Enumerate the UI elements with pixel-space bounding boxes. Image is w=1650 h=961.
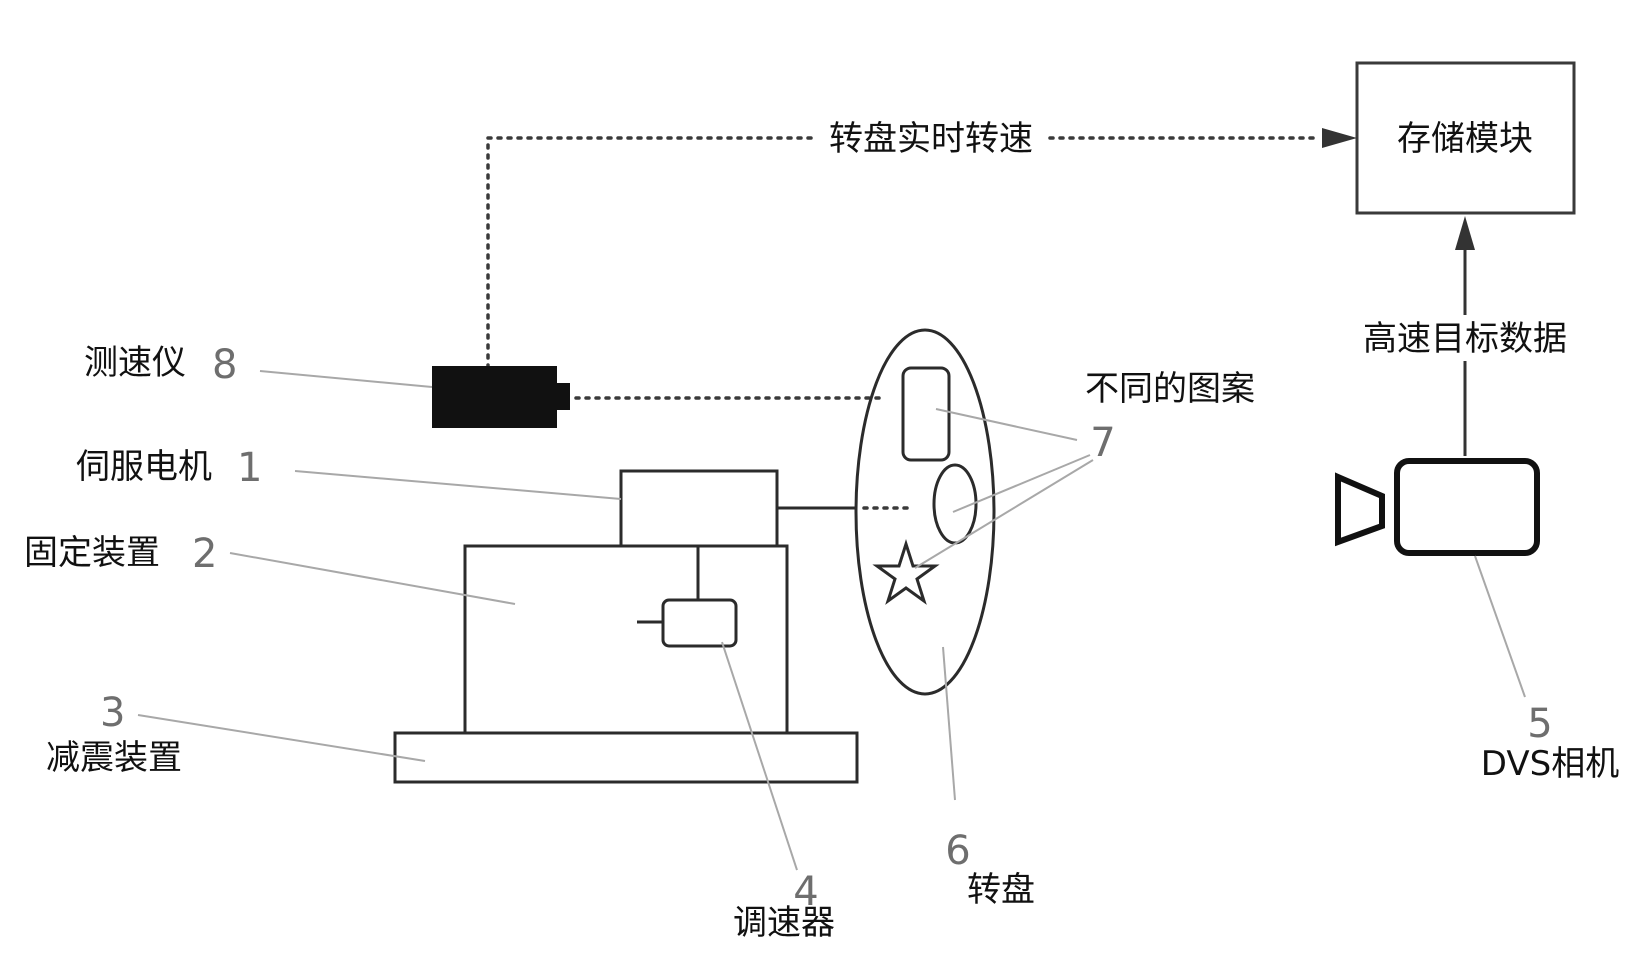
fixture-label: 固定装置 <box>24 533 160 573</box>
realtime-speed-label: 转盘实时转速 <box>829 119 1033 159</box>
label-mask <box>1350 315 1580 361</box>
fixture-block <box>463 544 789 735</box>
dvs-camera-label: DVS相机 <box>1481 744 1619 784</box>
tachometer-leader <box>259 370 433 388</box>
tachometer-body <box>432 366 557 428</box>
servo-motor <box>619 469 779 548</box>
servo-motor-number: 1 <box>237 445 262 491</box>
dvs-camera-leader <box>1474 555 1526 698</box>
damper-label: 减震装置 <box>46 738 182 778</box>
tachometer-number: 8 <box>212 342 237 388</box>
governor-leader <box>721 641 798 871</box>
pattern-star <box>872 539 940 605</box>
pattern-leader-1 <box>935 408 1078 441</box>
damper-leader <box>137 714 426 762</box>
tachometer-label: 测速仪 <box>84 343 186 383</box>
turntable-disc <box>854 328 996 696</box>
servo-motor-label: 伺服电机 <box>76 447 212 487</box>
governor-number: 4 <box>793 869 818 915</box>
speed-signal-arrowhead <box>1322 128 1357 148</box>
high-speed-data-label: 高速目标数据 <box>1363 319 1567 359</box>
pattern-rectangle <box>901 366 951 462</box>
governor-label: 调速器 <box>733 903 835 943</box>
damper-number: 3 <box>100 690 125 736</box>
damper-base <box>393 731 859 784</box>
patterns-label: 不同的图案 <box>1085 369 1255 409</box>
speed-signal-path <box>486 136 814 410</box>
pattern-leader-3 <box>914 459 1094 569</box>
dvs-camera-lens <box>1335 472 1385 547</box>
governor-box <box>661 598 738 648</box>
storage-module-label: 存储模块 <box>1397 119 1533 159</box>
dvs-camera-body <box>1394 458 1540 556</box>
dvs-data-arrowhead <box>1455 216 1475 250</box>
dvs-camera-number: 5 <box>1527 701 1552 747</box>
pattern-leader-2 <box>952 454 1091 513</box>
turntable-label: 转盘 <box>967 870 1035 910</box>
turntable-number: 6 <box>945 828 970 874</box>
patterns-number: 7 <box>1090 420 1115 466</box>
turntable-leader <box>942 646 956 801</box>
tachometer-sensor <box>555 383 570 410</box>
fixture-leader <box>229 552 516 605</box>
fixture-number: 2 <box>192 531 217 577</box>
servo-motor-leader <box>294 470 622 500</box>
